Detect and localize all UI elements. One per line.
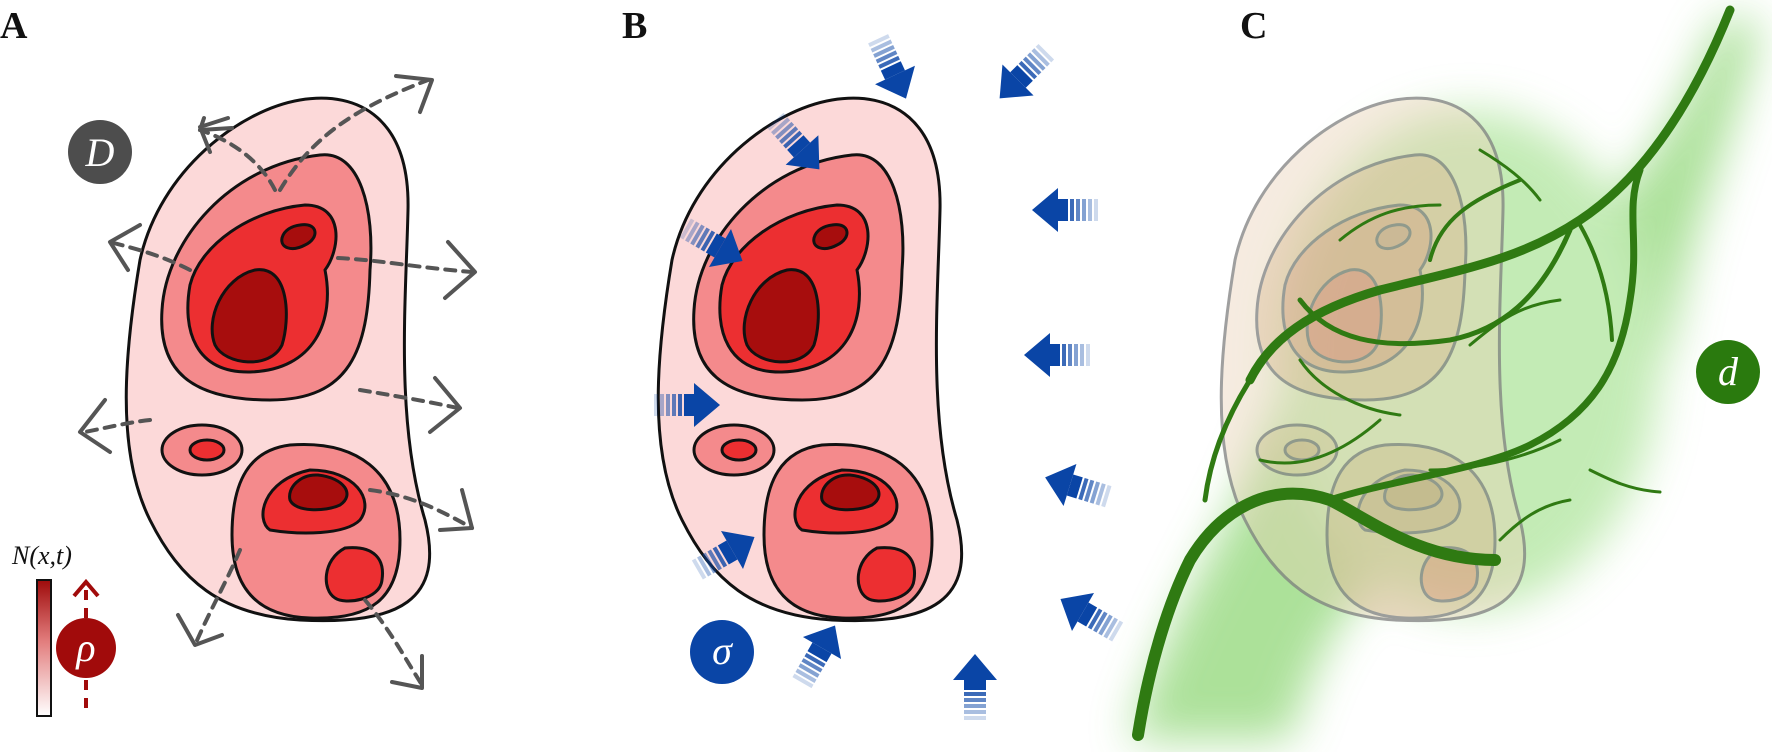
blood-vessels — [1132, 5, 1735, 741]
pressure-badge: σ — [690, 620, 754, 684]
panel-b: B — [622, 5, 1129, 720]
diffusion-arrows — [78, 74, 477, 690]
pressure-arrow-icon — [953, 654, 997, 720]
pressure-arrow-icon — [858, 29, 926, 108]
diffusion-symbol: D — [85, 130, 115, 175]
density-legend: N(x,t) ρ — [11, 541, 116, 717]
density-colorbar — [36, 579, 52, 717]
panel-c-letter: C — [1240, 5, 1267, 47]
tumor-contours-a — [124, 96, 432, 623]
pressure-arrow-icon — [984, 36, 1062, 114]
vascular-symbol: d — [1718, 349, 1739, 394]
growth-rate-badge — [56, 618, 116, 678]
vascular-badge: d — [1696, 340, 1760, 404]
density-axis-label: N(x,t) — [11, 541, 72, 570]
pressure-arrow-icon — [782, 614, 855, 694]
diffusion-badge: D — [68, 120, 132, 184]
panel-a-letter: A — [0, 5, 28, 47]
growth-rate-symbol: ρ — [74, 625, 95, 670]
growth-arrowhead-icon — [72, 578, 100, 598]
tumor-contours-b — [656, 96, 964, 623]
pressure-arrow-icon — [1032, 188, 1098, 232]
panel-b-letter: B — [622, 5, 647, 47]
panel-c: C — [1130, 5, 1760, 741]
pressure-arrow-icon — [1024, 333, 1090, 377]
pressure-arrow-icon — [1049, 579, 1129, 652]
pressure-arrow-icon — [1038, 456, 1115, 518]
pressure-symbol: σ — [712, 628, 733, 673]
panel-a: A — [0, 5, 477, 717]
